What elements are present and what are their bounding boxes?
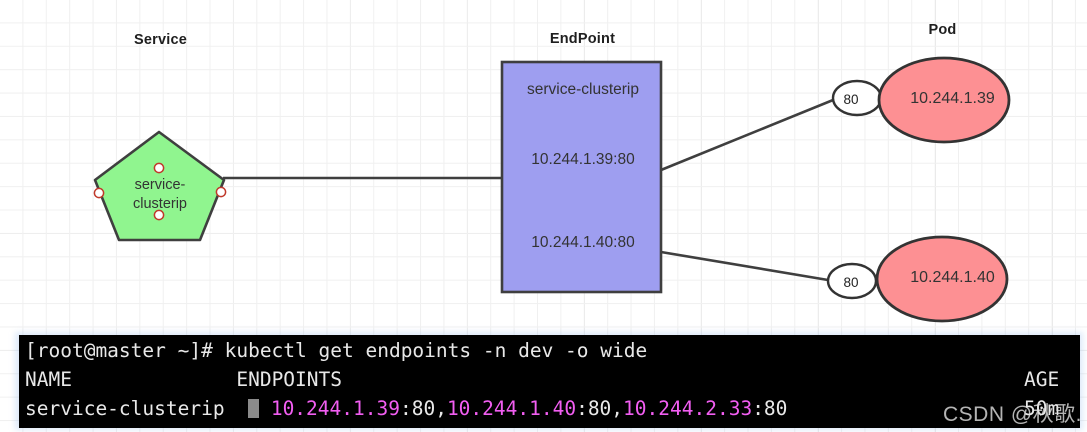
terminal-prompt: [root@master ~]#	[25, 339, 225, 362]
terminal-header-name: NAME	[25, 368, 72, 391]
pod2-port-ellipse[interactable]	[826, 262, 878, 300]
terminal-endpoint-port-2: :80,	[576, 397, 624, 420]
terminal-row-name: service-clusterip	[25, 397, 225, 420]
terminal-command-line: [root@master ~]# kubectl get endpoints -…	[25, 336, 647, 365]
pod1-ellipse[interactable]	[877, 56, 1011, 144]
edge-endpoint2-to-pod2	[660, 250, 835, 283]
terminal-endpoint-ip-1: 10.244.1.39	[270, 397, 400, 420]
service-handle-right[interactable]	[215, 186, 227, 198]
pod1-port-ellipse[interactable]	[831, 79, 883, 117]
service-handle-bottom[interactable]	[153, 209, 165, 221]
service-pentagon[interactable]	[93, 130, 226, 242]
terminal-endpoint-port-1: :80,	[399, 397, 447, 420]
terminal-window[interactable]: [root@master ~]# kubectl get endpoints -…	[19, 335, 1080, 428]
terminal-header-gap	[72, 368, 236, 391]
terminal-row-gap	[225, 397, 248, 420]
pod2-ellipse[interactable]	[875, 235, 1009, 323]
terminal-endpoint-port-3: :80	[752, 397, 788, 420]
terminal-endpoint-ip-3: 10.244.2.33	[623, 397, 753, 420]
section-title-service: Service	[134, 32, 187, 48]
terminal-header-row: NAME ENDPOINTS	[25, 365, 342, 394]
terminal-header-endpoints: ENDPOINTS	[236, 368, 343, 391]
terminal-command: kubectl get endpoints -n dev -o wide	[224, 339, 648, 362]
terminal-row-gap-2	[259, 397, 271, 420]
terminal-cursor-block	[248, 399, 260, 418]
service-handle-top[interactable]	[153, 162, 165, 174]
service-handle-left[interactable]	[93, 187, 105, 199]
edge-endpoint1-to-pod1	[660, 96, 839, 172]
terminal-row-age: 50m	[1024, 397, 1060, 420]
terminal-endpoint-ip-2: 10.244.1.40	[446, 397, 577, 420]
terminal-data-row: service-clusterip 10.244.1.39:80,10.244.…	[25, 394, 787, 423]
section-title-endpoint: EndPoint	[549, 31, 616, 47]
endpoint-box[interactable]	[500, 60, 663, 294]
terminal-header-age: AGE	[1024, 368, 1060, 391]
section-title-pod: Pod	[928, 22, 957, 38]
